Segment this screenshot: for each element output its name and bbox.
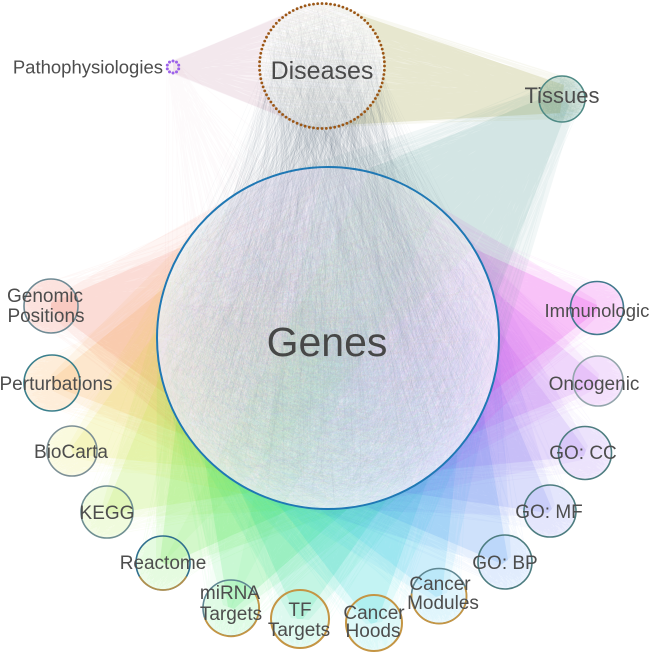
svg-text:Diseases: Diseases bbox=[271, 57, 374, 85]
svg-text:Immunologic: Immunologic bbox=[545, 300, 650, 321]
svg-text:BioCarta: BioCarta bbox=[34, 442, 108, 463]
svg-text:GO: CC: GO: CC bbox=[549, 443, 617, 464]
svg-text:Targets: Targets bbox=[200, 604, 262, 625]
svg-text:Targets: Targets bbox=[268, 620, 330, 641]
svg-text:Cancer: Cancer bbox=[343, 603, 405, 624]
svg-text:TF: TF bbox=[288, 600, 311, 621]
svg-text:miRNA: miRNA bbox=[200, 583, 260, 604]
svg-text:Perturbations: Perturbations bbox=[0, 374, 113, 395]
svg-text:GO: BP: GO: BP bbox=[472, 553, 537, 574]
svg-text:Positions: Positions bbox=[7, 306, 84, 327]
svg-text:Cancer: Cancer bbox=[409, 574, 471, 595]
svg-text:Pathophysiologies: Pathophysiologies bbox=[13, 57, 163, 78]
svg-text:GO: MF: GO: MF bbox=[515, 502, 583, 523]
svg-text:Oncogenic: Oncogenic bbox=[549, 374, 640, 395]
svg-text:Genomic: Genomic bbox=[7, 286, 83, 307]
svg-text:Hoods: Hoods bbox=[346, 621, 401, 642]
svg-text:KEGG: KEGG bbox=[80, 503, 135, 524]
svg-text:Genes: Genes bbox=[267, 319, 388, 365]
svg-text:Modules: Modules bbox=[407, 593, 479, 614]
svg-text:Reactome: Reactome bbox=[120, 553, 207, 574]
svg-text:Tissues: Tissues bbox=[525, 83, 600, 108]
